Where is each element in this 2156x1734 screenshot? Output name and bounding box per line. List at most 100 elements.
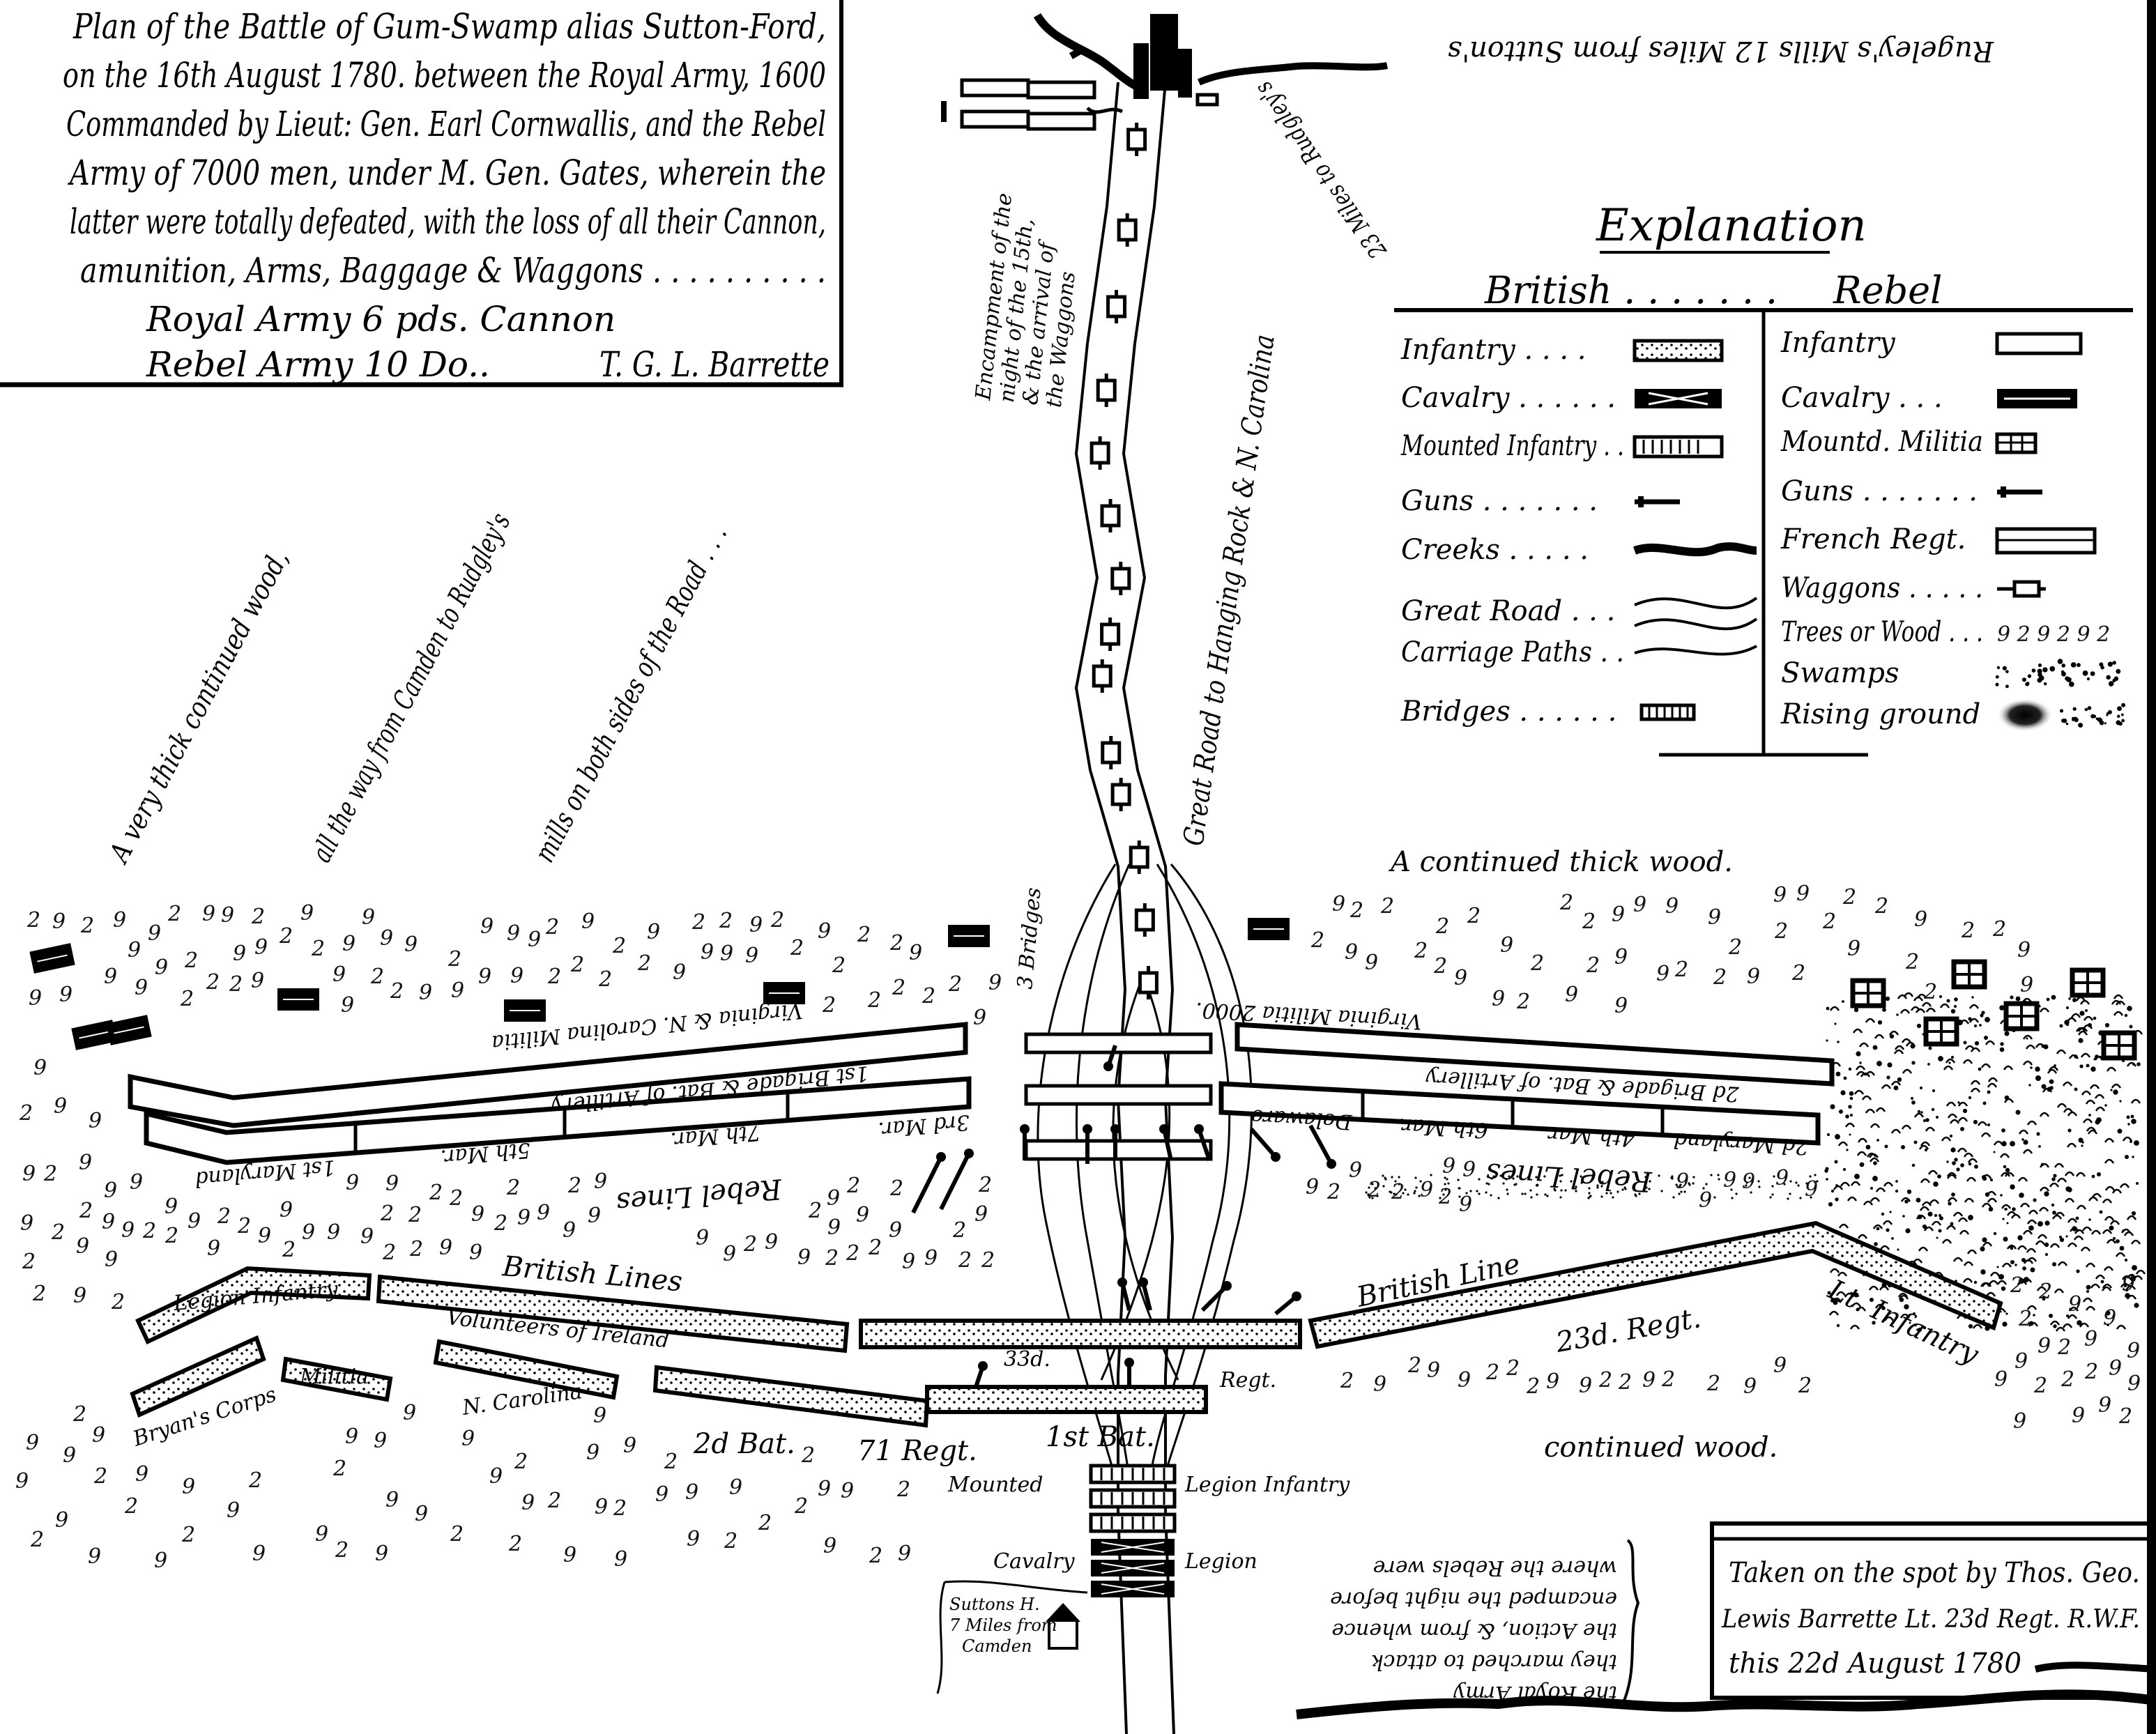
legend-british-header: British . . . . . . .	[1484, 268, 1777, 312]
swamp-dot	[2079, 1064, 2084, 1068]
tree-symbol: 2	[889, 1176, 903, 1201]
swamp-dot	[1922, 1119, 1927, 1123]
tree-symbol: 2	[22, 1250, 36, 1274]
british-cavalry-icon	[1635, 389, 1722, 408]
swamp-mark	[1941, 1238, 1952, 1244]
twenty-third-label: 23d. Regt.	[1553, 1302, 1704, 1359]
swamp-mark	[2102, 1229, 2113, 1234]
rising-ground-dot	[1658, 1174, 1660, 1177]
swamp-mark	[1939, 1003, 1950, 1008]
rising-ground-dot	[1580, 1181, 1583, 1184]
bridge-icon	[1639, 703, 1696, 721]
legend-item-mounted-militia: Mountd. Militia	[1780, 426, 2038, 458]
swamp-mark	[2003, 1098, 2014, 1103]
rising-ground-dot	[1478, 1178, 1481, 1181]
swamp-dot	[1893, 1085, 1899, 1091]
tree-symbol: 2	[570, 953, 584, 977]
building	[1069, 45, 1087, 59]
rising-ground-dot	[1402, 1192, 1405, 1195]
tree-symbol: 9	[595, 1495, 608, 1519]
swamp-mark	[2070, 1013, 2081, 1018]
tree-symbol: 9	[419, 981, 432, 1005]
swamp-mark	[1962, 1059, 1973, 1064]
tree-symbol: 2	[892, 976, 905, 1000]
first-bat-label: 1st Bat.	[1046, 1421, 1155, 1453]
tree-symbol: 9	[451, 979, 464, 1003]
rising-ground-dot	[1371, 1183, 1374, 1186]
tree-symbol: 9	[1708, 905, 1721, 930]
mounted-militia-icon	[1923, 1016, 1959, 1047]
tree-symbol: 9	[182, 1475, 195, 1499]
tree-symbol: 9	[130, 1170, 143, 1195]
rising-ground-dot	[1615, 1180, 1618, 1183]
title-line: on the 16th August 1780. between the Roy…	[63, 55, 826, 95]
swamp-mark	[2091, 1192, 2102, 1198]
tree-symbol: 9	[385, 1172, 399, 1196]
tree-symbol: 2	[1586, 953, 1600, 978]
tree-symbol: 9	[258, 1224, 271, 1248]
tree-symbol: 9	[341, 993, 354, 1018]
tree-symbol: 2	[770, 908, 784, 933]
legion-infantry-reserve-label: Legion Infantry	[1184, 1473, 1350, 1497]
swamp-dot	[1978, 1067, 1982, 1071]
waggon-icon	[1090, 436, 1110, 470]
tree-symbol: 9	[148, 921, 161, 946]
rising-ground-dot	[1564, 1189, 1567, 1192]
cavalry-label: Cavalry	[993, 1549, 1076, 1574]
swamp-dot	[1836, 1323, 1840, 1328]
tree-symbol: 9	[480, 914, 494, 939]
swamp-mark	[1963, 1261, 1974, 1266]
tree-symbol: 9	[1442, 1154, 1455, 1179]
tree-symbol: 9	[797, 1245, 811, 1270]
swamp-dot	[1911, 1097, 1913, 1100]
tree-symbol: 2	[1433, 954, 1447, 979]
swamp-mark	[2056, 1177, 2067, 1183]
swamp-mark	[2106, 1066, 2117, 1072]
swamp-dot	[2015, 1110, 2021, 1115]
british-cavalry-icon	[1091, 1581, 1175, 1597]
swamp-mark	[1931, 1220, 1942, 1226]
swamp-dot	[1872, 1045, 1878, 1050]
swamp-mark	[1833, 1185, 1844, 1190]
rebel-line-right: Virginia Militia 2000. 2d Brigade & Bat.…	[1195, 997, 1835, 1197]
swamp-mark	[2001, 1262, 2012, 1268]
swamp-mark	[1980, 1282, 1991, 1287]
rising-ground-dot	[1730, 1188, 1733, 1191]
swamp-dot	[1950, 1008, 1956, 1014]
tree-symbol: 2	[801, 1443, 815, 1468]
swamp-dot	[2107, 1323, 2109, 1326]
swamp-dot	[2030, 1267, 2035, 1273]
swamp-dot	[1846, 1149, 1849, 1151]
tree-symbol: 2	[370, 965, 384, 989]
swamp-mark	[2028, 1209, 2039, 1215]
swamp-dot	[1835, 1184, 1838, 1187]
rising-ground-dot	[1524, 1192, 1527, 1195]
swamp-dot	[2010, 1260, 2014, 1264]
swamp-mark	[1966, 1176, 1977, 1182]
legend-label: Carriage Paths . .	[1401, 636, 1624, 668]
squiggle	[1086, 107, 1124, 114]
rebel-cavalry-icon	[1997, 389, 2077, 408]
tree-symbol: 9	[623, 1434, 636, 1458]
swamp-dot	[1853, 1007, 1859, 1013]
tree-symbol: 9	[2127, 1339, 2140, 1363]
rising-ground-dot	[1692, 1176, 1695, 1179]
swamp-dot	[2127, 1006, 2132, 1011]
bridges-label: 3 Bridges	[1013, 887, 1046, 990]
legend-label: Creeks . . . . .	[1401, 534, 1589, 566]
rising-ground-dot	[1458, 1195, 1461, 1198]
swamp-dot	[2124, 1258, 2128, 1262]
swamp-dot	[2130, 1114, 2134, 1119]
tree-symbol: 9	[415, 1502, 428, 1526]
rebel-cavalry-icon	[504, 999, 546, 1022]
rising-ground-dot	[1544, 1193, 1547, 1196]
swamp-dot	[1968, 1215, 1973, 1220]
swamp-dot	[2124, 1013, 2128, 1018]
swamp-dot	[1979, 1024, 1982, 1027]
rebel-cavalry-icon	[106, 1015, 152, 1045]
tree-symbol: 9	[1345, 940, 1358, 965]
tree-symbol: 2	[790, 936, 804, 960]
legend-label: Guns . . . . . . .	[1781, 475, 1978, 507]
swamp-dot	[1886, 1228, 1890, 1232]
swamp-dot	[2000, 1194, 2003, 1197]
